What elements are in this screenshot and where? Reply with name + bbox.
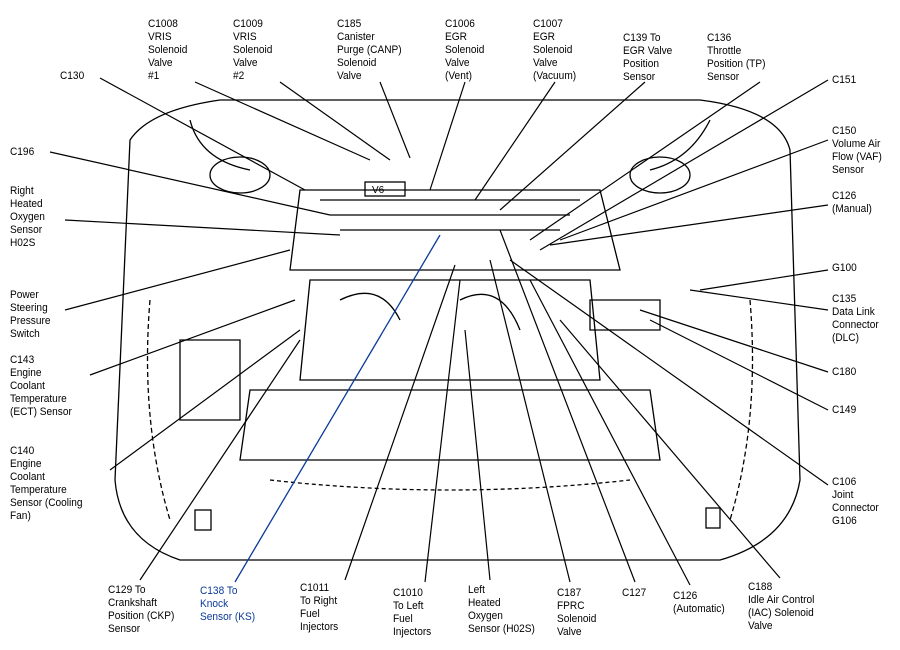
- label-c139: C139 To EGR Valve Position Sensor: [623, 32, 673, 83]
- label-c185: C185 Canister Purge (CANP) Solenoid Valv…: [337, 18, 402, 82]
- label-c188: C188 Idle Air Control (IAC) Solenoid Val…: [748, 581, 815, 632]
- label-c1006: C1006 EGR Solenoid Valve (Vent): [445, 18, 485, 82]
- label-c1007: C1007 EGR Solenoid Valve (Vacuum): [533, 18, 577, 82]
- leader-lines: [49, 77, 829, 586]
- label-right-ho2s: Right Heated Oxygen Sensor H02S: [10, 185, 45, 249]
- label-c187: C187 FPRC Solenoid Valve: [557, 587, 597, 638]
- label-c129: C129 To Crankshaft Position (CKP) Sensor: [108, 584, 175, 635]
- label-c138: C138 To Knock Sensor (KS): [200, 585, 256, 623]
- label-c140: C140 Engine Coolant Temperature Sensor (…: [10, 445, 83, 522]
- label-c136: C136 Throttle Position (TP) Sensor: [707, 32, 766, 83]
- label-c130: C130: [60, 70, 85, 82]
- label-c1011: C1011 To Right Fuel Injectors: [300, 582, 339, 633]
- label-g100: G100: [832, 262, 857, 274]
- knock-sensor-leader: [234, 234, 441, 583]
- label-power-steering-switch: Power Steering Pressure Switch: [10, 289, 51, 340]
- label-c180: C180: [832, 366, 857, 378]
- label-c1009: C1009 VRIS Solenoid Valve #2: [233, 18, 273, 82]
- label-c149: C149: [832, 404, 857, 416]
- label-c143: C143 Engine Coolant Temperature (ECT) Se…: [10, 354, 72, 418]
- label-c1010: C1010 To Left Fuel Injectors: [393, 587, 432, 638]
- label-c126-manual: C126 (Manual): [832, 190, 872, 215]
- label-c127: C127: [622, 587, 647, 599]
- label-c196: C196: [10, 146, 35, 158]
- label-c135: C135 Data Link Connector (DLC): [832, 293, 879, 344]
- label-c151: C151: [832, 74, 857, 86]
- label-c126-automatic: C126 (Automatic): [673, 590, 725, 615]
- label-left-ho2s: Left Heated Oxygen Sensor (H02S): [468, 584, 535, 635]
- label-c1008: C1008 VRIS Solenoid Valve #1: [148, 18, 188, 82]
- engine-badge: V6: [372, 185, 385, 196]
- engine-outline: [114, 99, 801, 561]
- label-c150: C150 Volume Air Flow (VAF) Sensor: [832, 125, 882, 176]
- label-c106: C106 Joint Connector G106: [832, 476, 879, 527]
